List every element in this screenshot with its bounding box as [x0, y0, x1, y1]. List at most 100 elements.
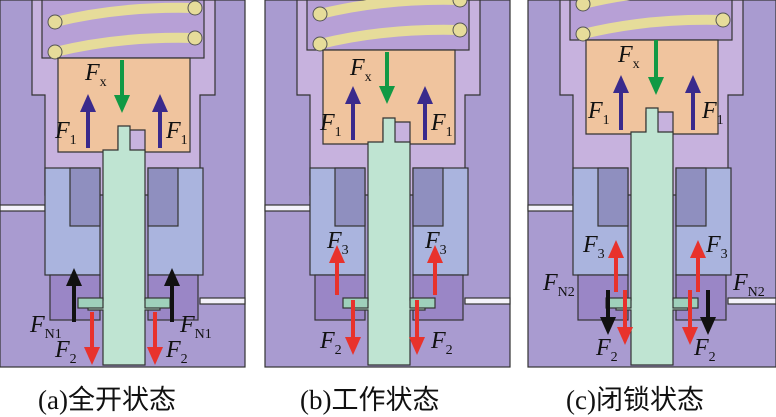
label-fx-symbol: F — [84, 60, 100, 86]
sleeve-right — [675, 167, 707, 227]
f1-arrow-left — [80, 94, 96, 148]
spring-end — [312, 36, 328, 52]
label-f3-left-subscript: 3 — [598, 247, 605, 262]
label-f3-left: F3 — [326, 228, 349, 258]
label-f3-right-symbol: F — [424, 228, 440, 254]
label-f3-left-symbol: F — [582, 232, 598, 258]
label-f1-right-symbol: F — [430, 110, 446, 136]
label-fn2-left-symbol: F — [542, 270, 558, 296]
label-fx: Fx — [349, 55, 372, 85]
label-f1-right: F1 — [430, 110, 453, 140]
spring-end — [47, 14, 63, 30]
label-f3-left: F3 — [582, 232, 605, 262]
spring-end — [187, 0, 203, 16]
f1-arrow-right-head — [152, 94, 168, 112]
spring-end — [452, 22, 468, 38]
label-f2-left: F2 — [319, 328, 342, 358]
f2-arrow-right-head — [409, 337, 425, 355]
groove-left — [0, 204, 46, 212]
label-f2-right: F2 — [430, 328, 453, 358]
label-f1-left-subscript: 1 — [335, 125, 342, 140]
f2-arrow-right-head — [682, 327, 698, 345]
groove-right — [464, 297, 511, 305]
f1-arrow-left — [613, 75, 629, 130]
spring-end — [452, 0, 468, 8]
spring-coil — [578, 14, 728, 39]
label-f3-right: F3 — [424, 228, 447, 258]
fn1-arrow-left — [66, 268, 82, 322]
f3-arrow-right — [427, 245, 443, 295]
fn1-arrow-left-head — [66, 268, 82, 286]
f2-arrow-left-head — [617, 327, 633, 345]
label-fn1-right-symbol: F — [179, 312, 195, 338]
label-f1-right: F1 — [165, 118, 188, 148]
label-fx-subscript: x — [365, 70, 372, 85]
label-fn2-left: FN2 — [542, 270, 575, 300]
f2-arrow-right-head — [147, 347, 163, 365]
label-fn2-right-subscript: N2 — [748, 285, 765, 300]
label-f1-left: F1 — [54, 118, 77, 148]
label-fn2-left-subscript: N2 — [558, 285, 575, 300]
spring-coil — [315, 0, 465, 19]
caption-c: (c)闭锁状态 — [566, 385, 704, 415]
f3-arrow-left-head — [329, 245, 345, 263]
label-f1-right-symbol: F — [701, 98, 717, 124]
stem-flange-right — [144, 297, 171, 309]
label-f1-left-symbol: F — [587, 98, 603, 124]
sleeve-left — [334, 167, 366, 227]
label-f2-left-symbol: F — [595, 335, 611, 361]
label-fn1-left-symbol: F — [29, 312, 45, 338]
f3-arrow-right-head — [427, 245, 443, 263]
f1-arrow-right — [685, 75, 701, 130]
fx-arrow-head — [379, 86, 395, 104]
f2-arrow-left — [617, 290, 633, 345]
groove-left — [527, 204, 574, 212]
stem-flange-left — [342, 297, 369, 309]
f2-arrow-right — [147, 312, 163, 365]
label-fn2-right: FN2 — [732, 270, 765, 300]
label-fx: Fx — [84, 60, 107, 90]
label-fn2-right-symbol: F — [732, 270, 748, 296]
label-f2-right-subscript: 2 — [446, 343, 453, 358]
label-f1-right: F1 — [701, 98, 724, 128]
fn2-arrow-left — [600, 290, 616, 335]
caption-b: (b)工作状态 — [300, 385, 440, 415]
f1-arrow-left-head — [80, 94, 96, 112]
f1-arrow-left-head — [613, 75, 629, 93]
f1-arrow-left — [345, 86, 361, 140]
fn1-arrow-right — [164, 268, 180, 322]
f2-arrow-right — [682, 290, 698, 345]
f3-arrow-right — [690, 240, 706, 292]
label-f3-left-symbol: F — [326, 228, 342, 254]
fx-arrow-head — [648, 77, 664, 95]
f1-arrow-right — [417, 86, 433, 140]
label-fx-subscript: x — [633, 57, 640, 72]
label-f2-left: F2 — [595, 335, 618, 365]
groove-right — [727, 297, 776, 305]
label-f2-left-subscript: 2 — [611, 350, 618, 365]
label-f2-right-subscript: 2 — [181, 352, 188, 367]
fx-arrow — [379, 52, 395, 104]
label-f2-left: F2 — [54, 337, 77, 367]
label-f2-right-symbol: F — [430, 328, 446, 354]
label-f1-left-subscript: 1 — [603, 113, 610, 128]
label-fx-symbol: F — [617, 42, 633, 68]
label-f1-right-subscript: 1 — [446, 125, 453, 140]
f3-arrow-right-head — [690, 240, 706, 258]
label-fx: Fx — [617, 42, 640, 72]
f1-arrow-right-head — [685, 75, 701, 93]
label-f2-left-symbol: F — [54, 337, 70, 363]
label-fn1-left-subscript: N1 — [45, 327, 62, 342]
label-fn1-right-subscript: N1 — [195, 327, 212, 342]
sleeve-right — [412, 167, 444, 227]
groove-left — [264, 204, 311, 212]
fn2-arrow-right — [700, 290, 716, 335]
fx-arrow — [648, 40, 664, 95]
label-f1-left-symbol: F — [54, 118, 70, 144]
label-f2-left-subscript: 2 — [335, 343, 342, 358]
fx-arrow-head — [114, 95, 130, 113]
f2-arrow-left — [84, 312, 100, 365]
